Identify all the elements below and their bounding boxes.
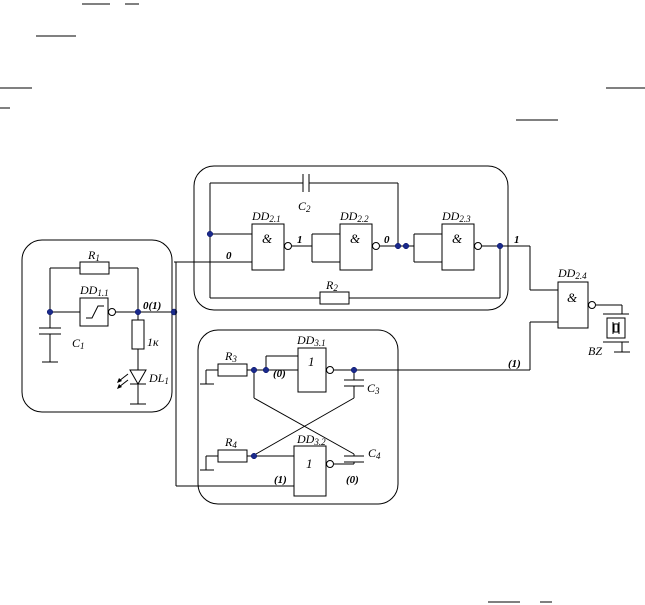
level-out-dd2-2: 0 [384, 234, 390, 246]
schmitt-trigger-icon [86, 305, 104, 319]
multivibrator-block-outline [197, 329, 399, 505]
dd3-multivibrator [200, 347, 364, 497]
edge-fragments [0, 3, 645, 603]
label-r3: R3 [224, 349, 237, 364]
oscillator-block-outline [21, 239, 173, 413]
symbol-dd2-2: & [350, 231, 361, 246]
piezo-buzzer-icon [603, 313, 629, 343]
label-dd2-1: DD2.1 [251, 209, 281, 224]
gate-dd3-1 [297, 347, 327, 393]
label-r4: R4 [224, 435, 237, 450]
tone-generator-block-outline [193, 165, 509, 311]
level-out-dd1-1: 0(1) [143, 300, 161, 312]
gate-dd2-4 [557, 281, 589, 329]
dd2-4-output-stage [356, 246, 630, 371]
gate-dd3-2 [293, 445, 327, 497]
label-c2: C2 [298, 199, 311, 214]
resistor-r1 [79, 261, 110, 275]
gate-dd1-1 [79, 297, 109, 327]
level-out-dd2-1: 1 [297, 234, 303, 246]
label-bz: BZ [588, 344, 602, 358]
level-in-dd3-2: (1) [274, 474, 287, 486]
level-out-dd2-3: 1 [514, 234, 520, 246]
label-c3: C3 [367, 381, 380, 396]
label-r1: R1 [87, 248, 100, 263]
label-dd2-4: DD2.4 [557, 266, 587, 281]
label-dd3-1: DD3.1 [296, 333, 326, 348]
level-in-dd3-1: (0) [273, 368, 286, 380]
gate-dd2-2 [339, 223, 373, 271]
label-1k: 1к [147, 335, 159, 349]
led-light-arrows-icon [117, 373, 129, 389]
dd1-1-oscillator [39, 261, 178, 405]
level-out-dd3-2: (0) [346, 474, 359, 486]
label-c4: C4 [368, 446, 381, 461]
level-in-dd2-1: 0 [226, 250, 232, 262]
symbol-dd3-2: 1 [306, 456, 313, 471]
level-in-dd2-4: (1) [508, 358, 521, 370]
symbol-dd3-1: 1 [308, 354, 315, 369]
led-icon [129, 369, 147, 386]
label-dl1: DL1 [148, 371, 169, 386]
symbol-dd2-3: & [452, 231, 463, 246]
gate-dd2-1 [251, 223, 285, 271]
label-dd3-2: DD3.2 [296, 432, 326, 447]
dd2-tone-generator [176, 174, 530, 305]
symbol-dd2-4: & [567, 290, 578, 305]
label-r2: R2 [325, 278, 338, 293]
resistor-1k [131, 319, 145, 350]
label-dd1-1: DD1.1 [79, 283, 109, 298]
resistor-r2 [319, 291, 350, 305]
symbol-dd2-1: & [262, 231, 273, 246]
label-c1: C1 [72, 336, 85, 351]
gate-dd2-3 [441, 223, 475, 271]
resistor-r3 [217, 363, 248, 377]
resistor-r4 [217, 449, 248, 463]
label-dd2-3: DD2.3 [441, 209, 471, 224]
label-dd2-2: DD2.2 [339, 209, 369, 224]
